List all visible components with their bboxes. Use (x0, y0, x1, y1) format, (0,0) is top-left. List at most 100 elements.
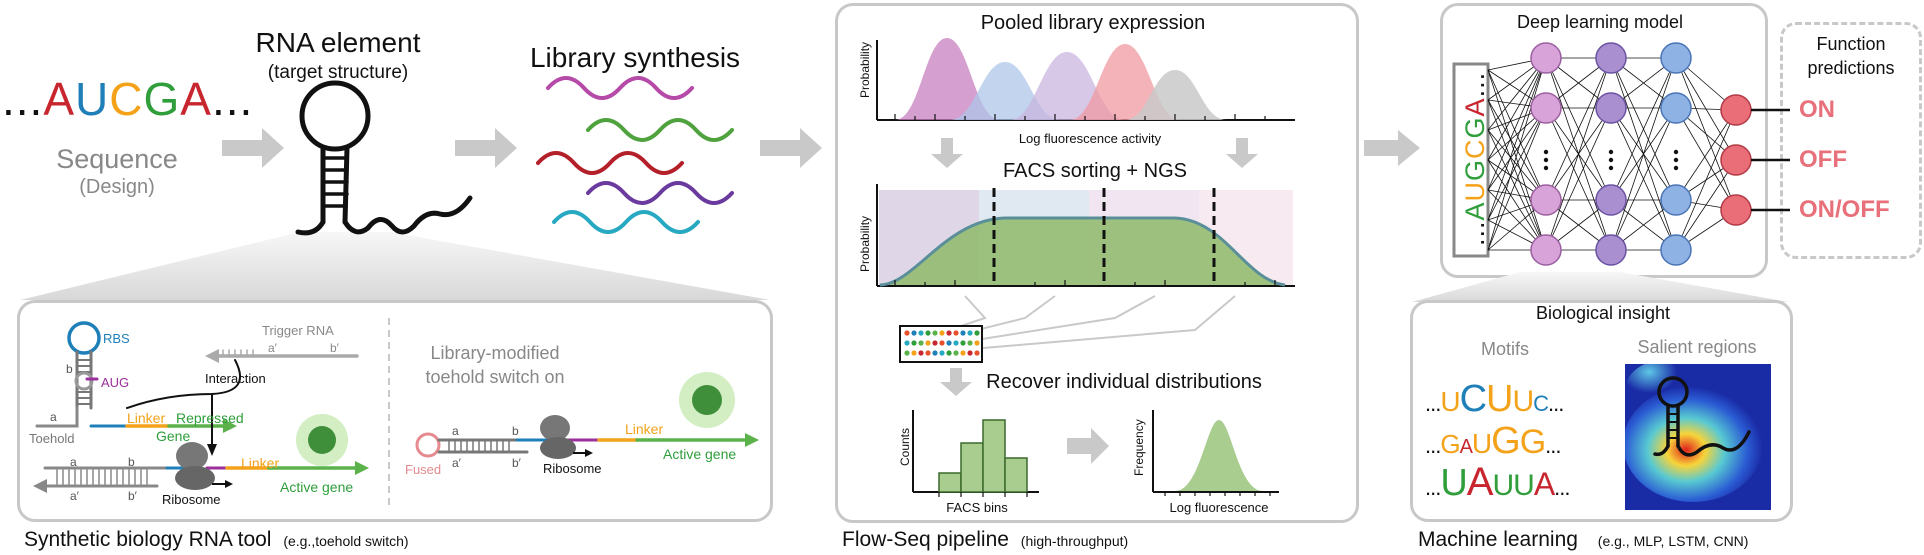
linker-label-2: Linker (241, 455, 280, 471)
ngs-read-dot (925, 330, 931, 336)
facs-bins-histogram (912, 410, 1039, 497)
nn-node (1720, 144, 1752, 176)
interaction-label: Interaction (205, 371, 266, 386)
dl-title: Deep learning model (1516, 12, 1684, 32)
active-gene-label: Active gene (280, 479, 354, 495)
salient-heatmap (1625, 364, 1771, 510)
arrow-right-icon (222, 128, 284, 168)
ngs-read-dot (904, 350, 910, 356)
nn-node (1595, 42, 1627, 74)
nn-node (1595, 234, 1627, 266)
nn-node (1530, 42, 1562, 74)
ngs-read-dot (918, 330, 924, 336)
seq-prefix: ... (2, 73, 44, 125)
ngs-read-dot (974, 340, 980, 346)
nn-node (1720, 194, 1752, 226)
tool-caption: Synthetic biology RNA tool (e.g.,toehold… (24, 528, 409, 552)
facs-sorting-chart (876, 184, 1295, 287)
seq-letter: C (109, 73, 144, 125)
arrow-right-icon (1067, 428, 1109, 464)
fused-label: Fused (405, 462, 442, 477)
ngs-read-dot (932, 350, 938, 356)
arrow-right-icon (455, 128, 517, 168)
motif-row-1: ...UCUUC... (1425, 378, 1564, 420)
motif-row-2: ...GAUGG... (1425, 420, 1562, 462)
a-label: a (50, 410, 57, 424)
rbs-label: RBS (103, 331, 130, 346)
nn-node (1595, 92, 1627, 124)
ngs-read-dot (904, 340, 910, 346)
ngs-read-dot (911, 340, 917, 346)
nn-node (1720, 94, 1752, 126)
salient-title: Salient regions (1637, 337, 1757, 357)
ngs-read-dot (967, 340, 973, 346)
ngs-read-dot (946, 330, 952, 336)
arrow-right-icon (1364, 130, 1420, 166)
library-modified-label: Library-modified (430, 343, 560, 363)
aug-label: AUG (101, 375, 130, 390)
b-label: b (66, 362, 73, 376)
ribosome-label-2: Ribosome (543, 461, 602, 476)
toehold-switch-diagram (33, 318, 759, 505)
pooled-title: Pooled library expression (980, 12, 1206, 34)
output-off: OFF (1799, 146, 1847, 173)
top-left-graphics (20, 76, 822, 300)
ngs-read-dot (925, 340, 931, 346)
zoom-funnel (20, 232, 770, 300)
nn-node (1595, 184, 1627, 216)
ngs-read-dot (953, 330, 959, 336)
ngs-read-dot (911, 350, 917, 356)
sequence-label: Sequence (56, 144, 178, 174)
log-fluor-activity-label: Log fluorescence activity (1018, 131, 1162, 146)
ngs-read-dot (939, 340, 945, 346)
ngs-read-dot (974, 330, 980, 336)
flowseq-caption: Flow-Seq pipeline (high-throughput) (842, 528, 1128, 552)
repressed-gene-label-2: Gene (156, 428, 191, 444)
tool-caption-title: Synthetic biology RNA tool (24, 528, 272, 551)
flowseq-graphics (876, 38, 1295, 497)
ribosome-label: Ribosome (162, 492, 221, 507)
seq-letter: A (43, 73, 76, 125)
ml-caption-title: Machine learning (1418, 528, 1578, 551)
toehold-label: Toehold (29, 431, 75, 446)
right-b-label: b (512, 424, 519, 438)
output-on: ON (1799, 96, 1835, 123)
library-modified-label-2: toehold switch on (425, 367, 565, 387)
repressed-gene-label: Repressed (176, 410, 244, 426)
ml-caption-note: (e.g., MLP, LSTM, CNN) (1597, 533, 1749, 549)
ngs-read-dot (960, 340, 966, 346)
seq-letter: U (75, 73, 110, 125)
ngs-read-dot (946, 350, 952, 356)
tool-caption-note: (e.g.,toehold switch) (283, 533, 409, 549)
ngs-read-dot (960, 330, 966, 336)
arrow-right-icon (760, 128, 822, 168)
seq-letter: G (143, 73, 181, 125)
facs-bins-label: FACS bins (946, 500, 1008, 515)
ml-caption: Machine learning (e.g., MLP, LSTM, CNN) (1418, 528, 1748, 552)
zoom-funnel (1412, 272, 1788, 302)
neural-network-diagram (1452, 42, 1790, 266)
sequence-text: ...AUCGA... (2, 72, 253, 126)
ngs-read-dot (967, 350, 973, 356)
nn-node (1660, 92, 1692, 124)
output-on-off: ON/OFF (1799, 196, 1890, 223)
right-a-label: a (452, 424, 459, 438)
right-b-prime-label: b′ (512, 456, 521, 470)
ngs-read-dot (932, 330, 938, 336)
linker-label-3: Linker (625, 421, 664, 437)
library-wavy-lines-icon (536, 76, 734, 234)
duplex-b-label: b (128, 455, 135, 469)
trigger-rna-label: Trigger RNA (262, 323, 334, 338)
log-fluor-label: Log fluorescence (1169, 500, 1269, 515)
library-title: Library synthesis (529, 42, 741, 73)
ngs-read-dot (946, 340, 952, 346)
nn-node (1660, 184, 1692, 216)
function-predictions-panel (1780, 22, 1922, 259)
ngs-read-dot (904, 330, 910, 336)
motifs-title: Motifs (1480, 339, 1530, 359)
rna-element-title: RNA element (255, 27, 421, 58)
duplex-a-label: a (70, 455, 77, 469)
ngs-read-dot (932, 340, 938, 346)
ngs-read-dot (918, 340, 924, 346)
seq-suffix: ... (211, 73, 254, 125)
